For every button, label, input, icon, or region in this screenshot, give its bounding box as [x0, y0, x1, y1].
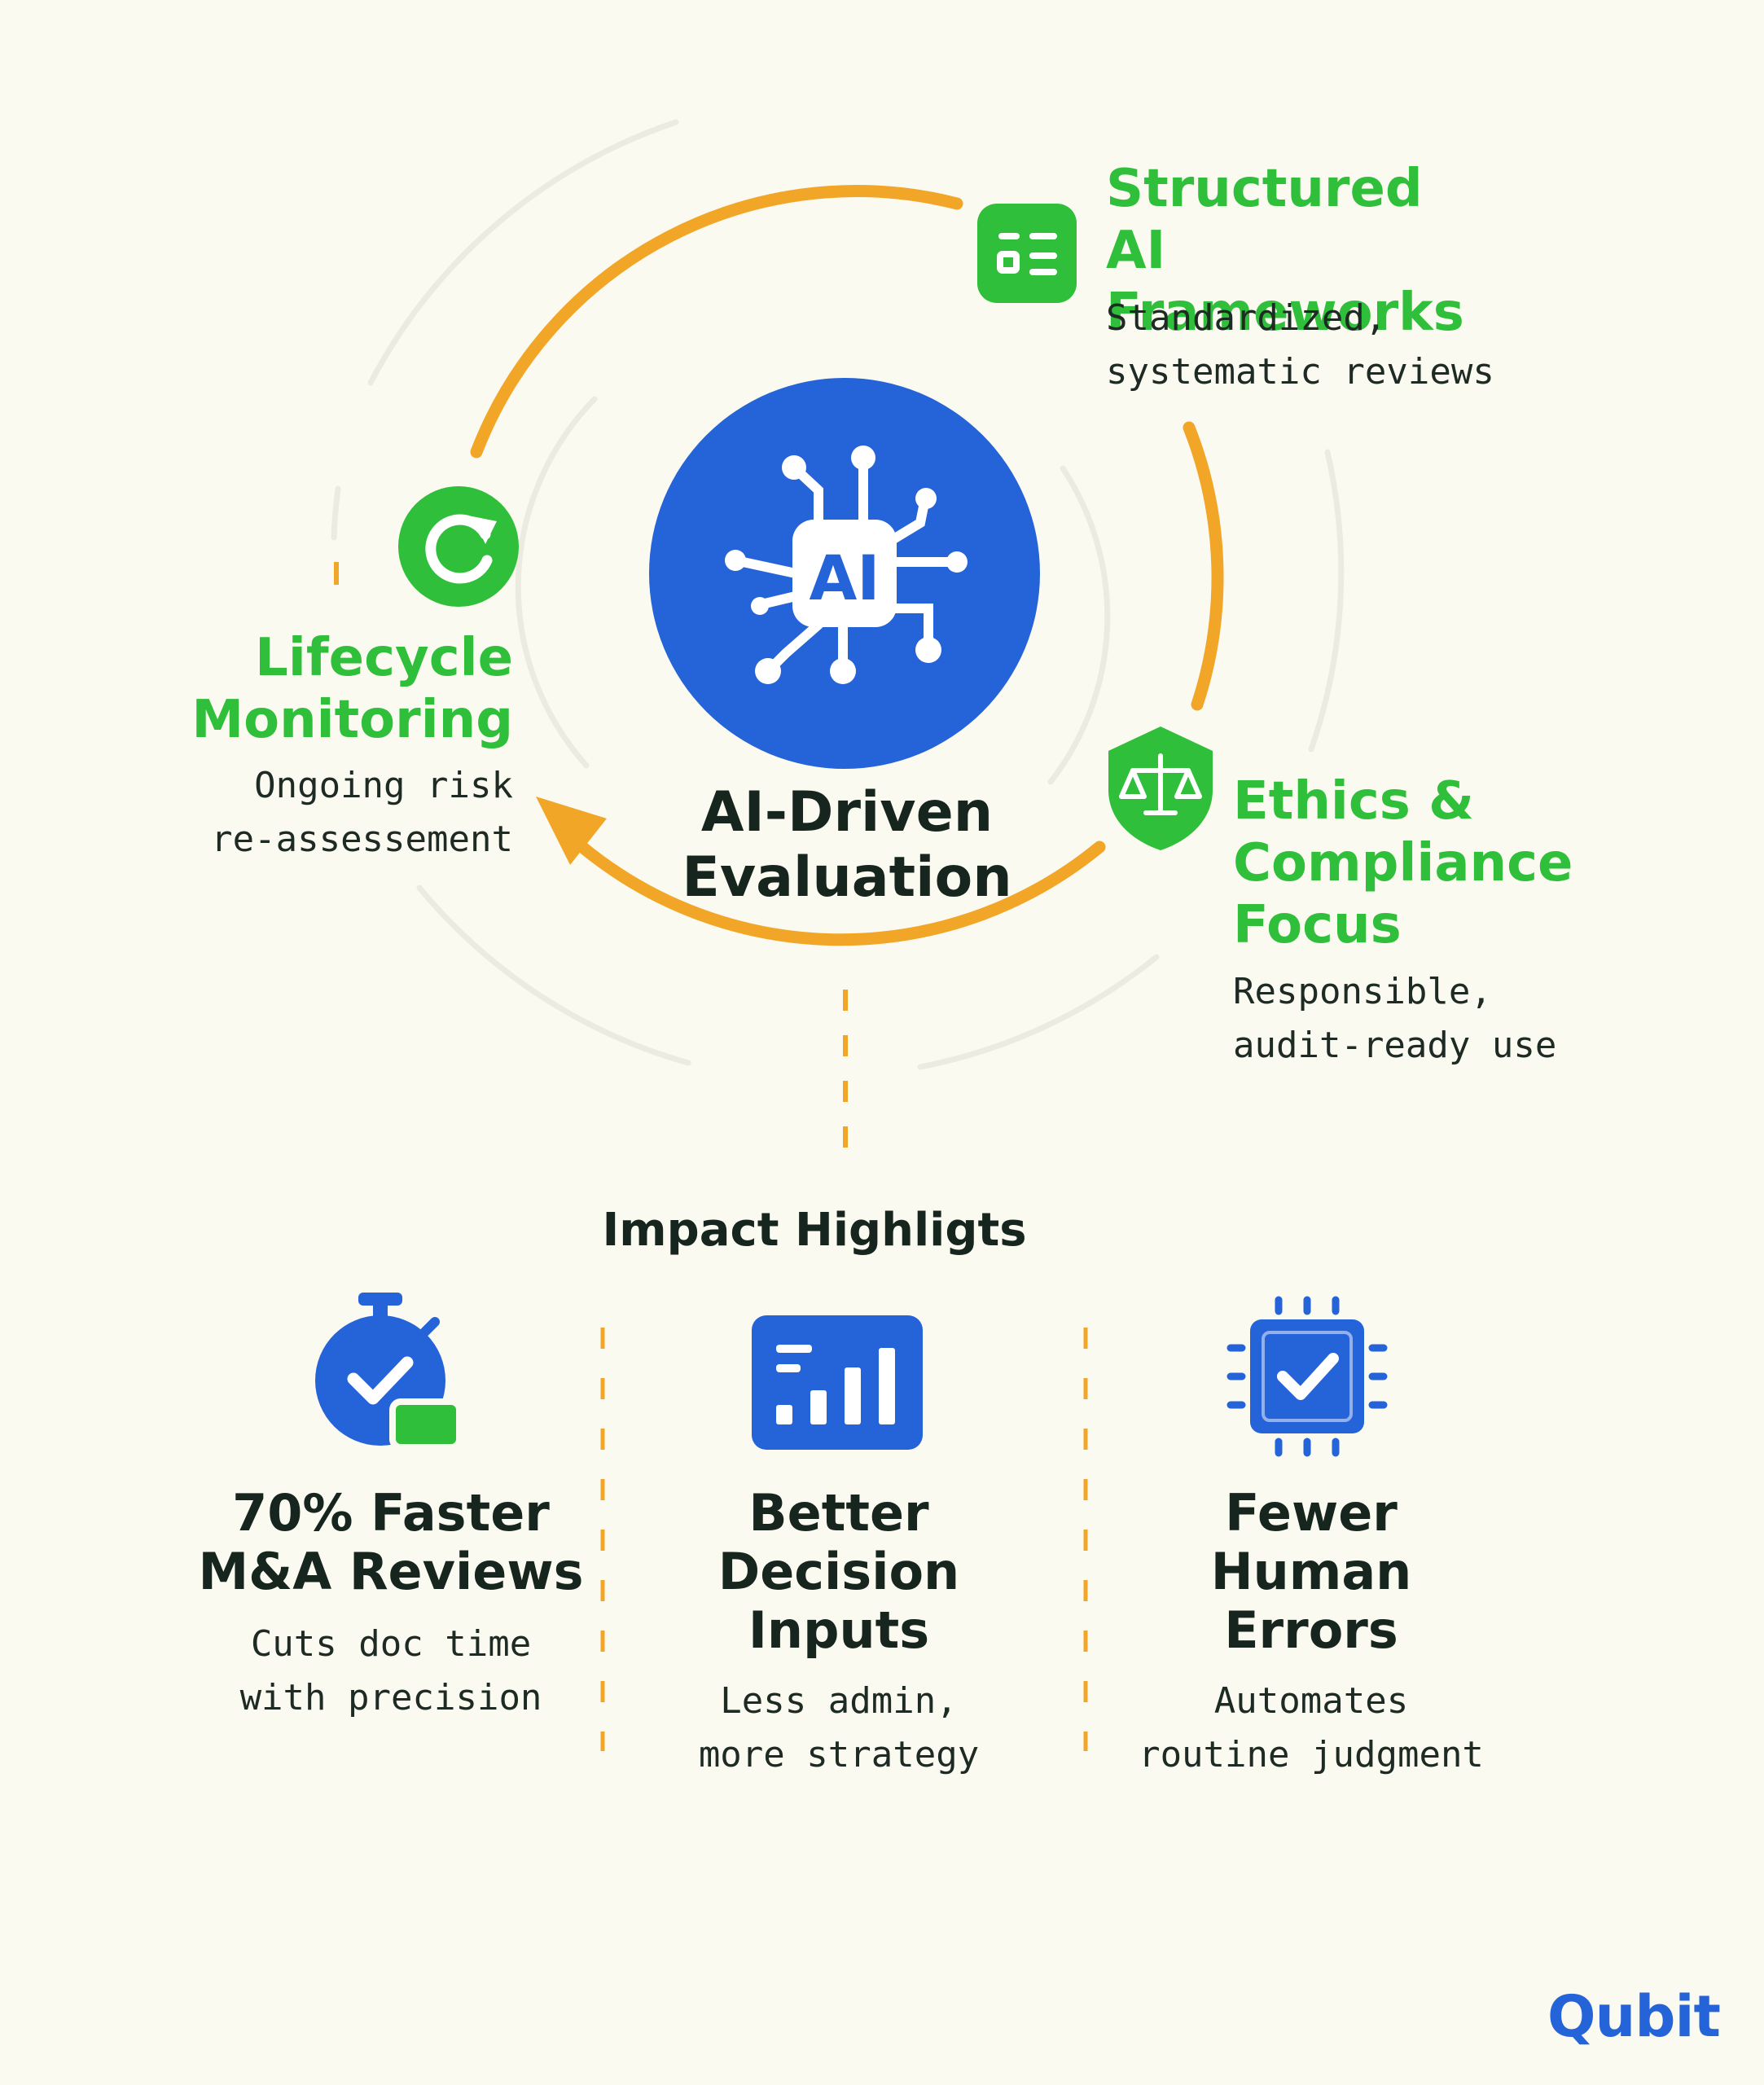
faint-rings: [331, 119, 1345, 1070]
stopwatch-icon: [315, 1293, 462, 1451]
refresh-icon: [398, 486, 519, 607]
frameworks-description: Standardized, systematic reviews: [1106, 297, 1494, 393]
lifecycle-title: Lifecycle Monitoring: [191, 628, 513, 750]
ai-chip-label: AI: [809, 542, 880, 614]
impact-heading: Impact Highligts: [602, 1204, 1027, 1257]
center-title: AI-Driven Evaluation: [682, 780, 1012, 910]
frameworks-title: Structured AI Frameworks: [1106, 159, 1464, 343]
impact-item-2-title: Better Decision Inputs: [717, 1483, 960, 1660]
shield-scales-icon: [1108, 726, 1213, 850]
impact-item-1-title: 70% Faster M&A Reviews: [198, 1483, 584, 1601]
ai-chip-icon: AI: [649, 378, 1040, 769]
impact-item-2-description: Less admin, more strategy: [698, 1680, 980, 1776]
cycle-arrowhead: [536, 797, 607, 865]
ethics-title: Ethics & Compliance Focus: [1233, 771, 1573, 955]
impact-item-3-title: Fewer Human Errors: [1210, 1483, 1412, 1660]
bar-chart-icon: [752, 1315, 923, 1450]
lifecycle-description: Ongoing risk re-assessement: [211, 765, 513, 860]
ethics-description: Responsible, audit-ready use: [1233, 971, 1557, 1066]
qubit-logo: Qubit: [1547, 1983, 1721, 2050]
impact-item-3-description: Automates routine judgment: [1139, 1680, 1484, 1776]
list-icon: [977, 204, 1077, 303]
impact-item-1-description: Cuts doc time with precision: [239, 1623, 542, 1718]
orange-arcs: [470, 185, 1224, 946]
chip-check-icon: [1226, 1296, 1388, 1457]
